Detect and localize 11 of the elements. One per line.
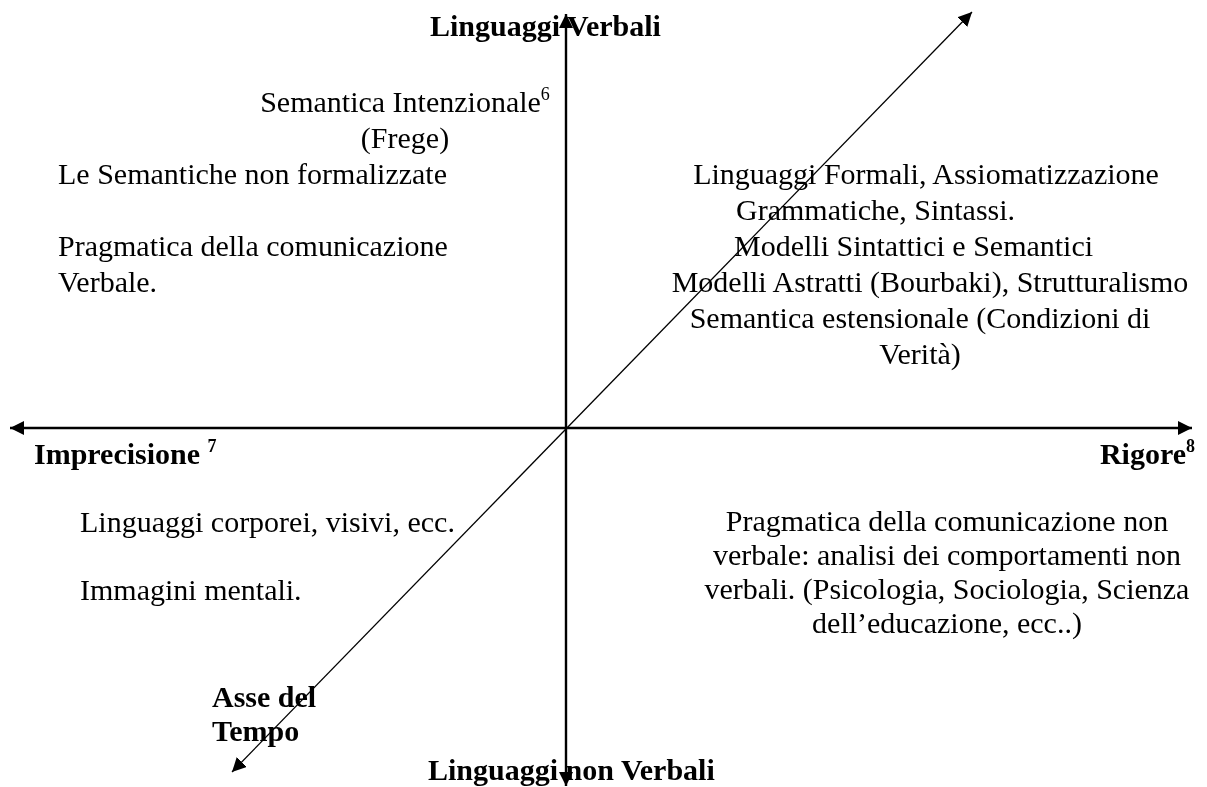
quadrant-note: Semantica Intenzionale$^{6}$ (Frege) — [259, 84, 551, 156]
quadrant-note: Pragmatica della comunicazione Verbale. — [58, 228, 449, 300]
quadrant-note: Linguaggi Formali, Assiomatizzazione — [693, 156, 1159, 192]
quadrant-note: Immagini mentali. — [80, 572, 302, 608]
quadrant-note: Pragmatica della comunicazione non verbale: analisi dei comportamenti non verbali. (Psicologia, Sociologia, Scienza dell’educazione, ecc..) — [703, 504, 1191, 640]
quadrant-note: Semantica estensionale (Condizioni di Verità) — [688, 300, 1152, 372]
axis-title: Linguaggi Verbali — [430, 8, 661, 44]
quadrant-note: Linguaggi corporei, visivi, ecc. — [80, 504, 455, 540]
quadrant-note: Le Semantiche non formalizzate — [58, 156, 447, 192]
axis-title: Rigore$^{8}$ — [1098, 436, 1195, 472]
axis-title: Imprecisione $^{7}$ — [34, 436, 217, 472]
